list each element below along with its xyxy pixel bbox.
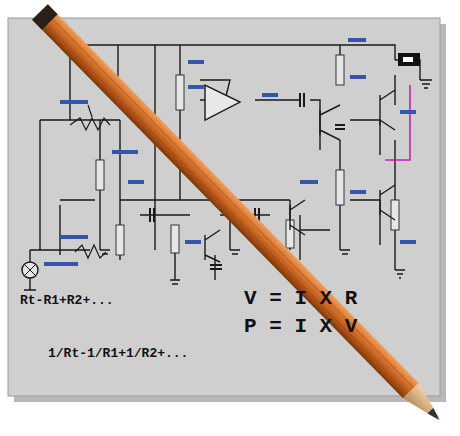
opamp-symbol — [205, 85, 240, 120]
formula-label: 1/Rt-1/R1+1/R2+... — [48, 347, 188, 360]
formula-label: Rt-R1+R2+... — [20, 294, 114, 307]
lamp-symbol — [22, 250, 38, 290]
battery-mark — [403, 57, 413, 62]
formula-label: V = I X R — [244, 288, 357, 309]
transistor-symbols — [205, 90, 395, 262]
circuit-wires — [30, 45, 420, 280]
pencil — [32, 4, 447, 427]
formula-label: P = I X V — [244, 316, 357, 337]
magenta-wire — [385, 85, 410, 160]
battery-symbol — [398, 53, 420, 66]
capacitor-symbols — [150, 93, 345, 269]
